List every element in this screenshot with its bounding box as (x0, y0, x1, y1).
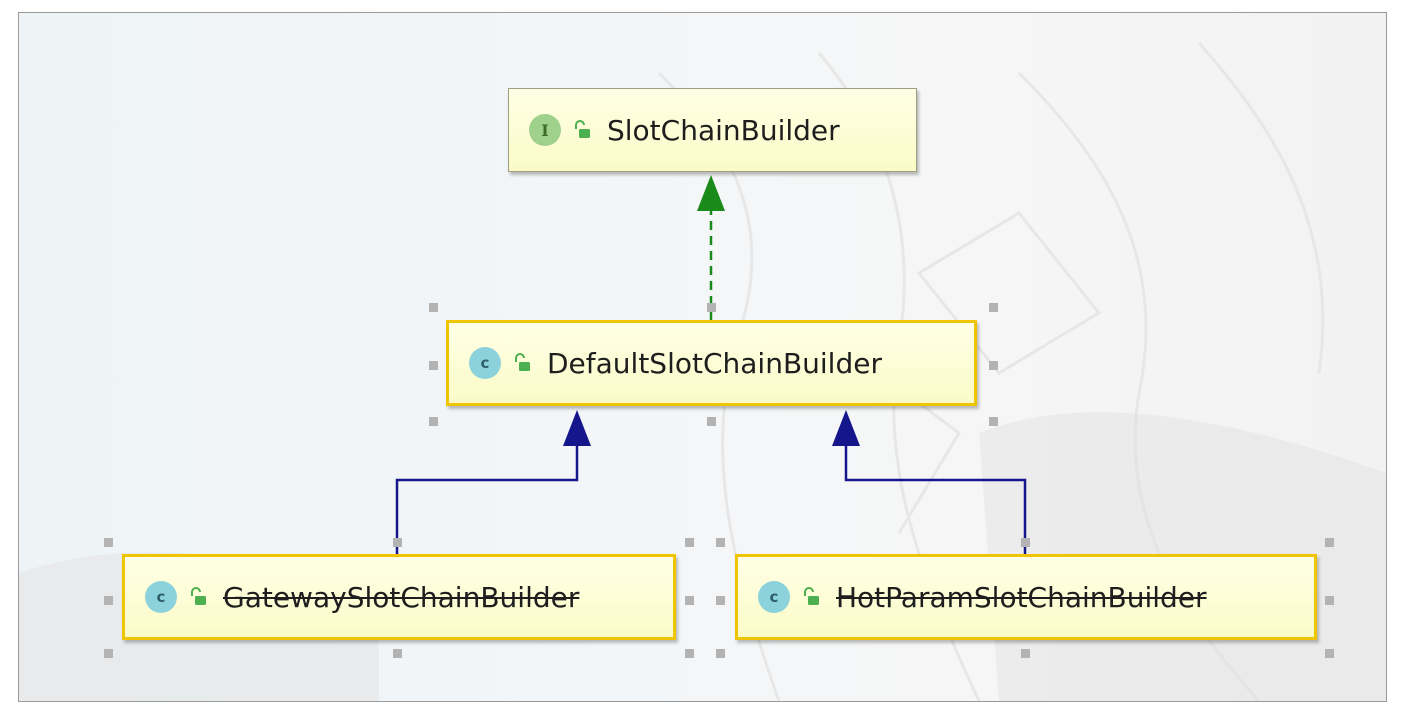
selection-handle[interactable] (685, 538, 694, 547)
selection-handle[interactable] (393, 538, 402, 547)
selection-handle[interactable] (429, 417, 438, 426)
gateway-extends-edge (395, 446, 579, 554)
public-unlock-icon (804, 587, 819, 605)
class-name: GatewaySlotChainBuilder (223, 580, 580, 614)
class-icon: c (145, 581, 177, 613)
class-name: SlotChainBuilder (607, 113, 840, 147)
selection-handle[interactable] (707, 417, 716, 426)
hotparam-extends-edge (844, 446, 1027, 554)
selection-handle[interactable] (104, 538, 113, 547)
selection-handle[interactable] (1325, 596, 1334, 605)
class-icon: c (758, 581, 790, 613)
selection-handle[interactable] (1325, 649, 1334, 658)
selection-handle[interactable] (707, 303, 716, 312)
public-unlock-icon (191, 587, 206, 605)
selection-handle[interactable] (716, 649, 725, 658)
public-unlock-icon (515, 353, 530, 371)
public-unlock-icon (575, 120, 590, 138)
node-slot-chain-builder[interactable]: I SlotChainBuilder (508, 88, 917, 172)
hotparam-extends-arrowhead (832, 410, 860, 446)
class-icon: c (469, 347, 501, 379)
node-default-slot-chain-builder[interactable]: c DefaultSlotChainBuilder (446, 320, 977, 406)
selection-handle[interactable] (1021, 538, 1030, 547)
interface-icon: I (529, 114, 561, 146)
connectors-layer (395, 175, 1027, 554)
class-name: DefaultSlotChainBuilder (547, 346, 882, 380)
class-name: HotParamSlotChainBuilder (836, 580, 1207, 614)
selection-handle[interactable] (429, 303, 438, 312)
diagram-canvas[interactable]: I SlotChainBuilder c DefaultSlotChainBui… (18, 12, 1387, 702)
selection-handle[interactable] (685, 649, 694, 658)
gateway-extends-arrowhead (563, 410, 591, 446)
selection-handle[interactable] (1021, 649, 1030, 658)
selection-handle[interactable] (393, 649, 402, 658)
selection-handle[interactable] (989, 303, 998, 312)
selection-handle[interactable] (716, 538, 725, 547)
node-gateway-slot-chain-builder[interactable]: c GatewaySlotChainBuilder (122, 554, 676, 640)
implements-arrowhead (697, 175, 725, 211)
selection-handle[interactable] (716, 596, 725, 605)
selection-handle[interactable] (1325, 538, 1334, 547)
selection-handle[interactable] (104, 596, 113, 605)
selection-handle[interactable] (104, 649, 113, 658)
node-hot-param-slot-chain-builder[interactable]: c HotParamSlotChainBuilder (735, 554, 1317, 640)
selection-handle[interactable] (429, 361, 438, 370)
selection-handle[interactable] (685, 596, 694, 605)
selection-handle[interactable] (989, 361, 998, 370)
selection-handle[interactable] (989, 417, 998, 426)
